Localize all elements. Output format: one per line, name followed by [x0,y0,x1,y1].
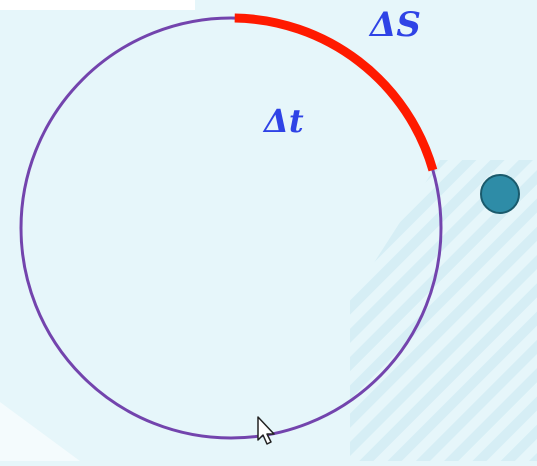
time-interval-label: Δt [262,102,304,140]
moving-ball [480,174,520,214]
circle-path [19,16,443,440]
mouse-pointer-icon [257,416,275,445]
top-left-white-strip [0,0,195,10]
arc-highlight [234,13,438,172]
bottom-left-light-corner [0,402,80,461]
arc-length-label: ΔS [368,5,421,45]
striped-shadow [350,160,537,461]
